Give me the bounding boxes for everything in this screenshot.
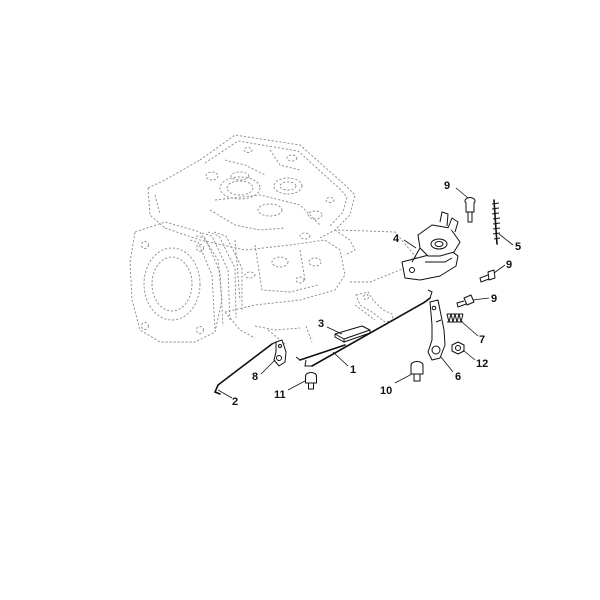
callout-labels: 9 5 4 9 9 7 12 6 10 1 3 8 11 2 [232, 180, 521, 408]
callout-2: 2 [232, 396, 238, 408]
rod-part-2 [213, 341, 277, 395]
screw-part-11 [305, 372, 317, 390]
callout-12: 12 [476, 358, 488, 370]
stud-part-5 [491, 199, 501, 245]
link-rod [295, 344, 346, 361]
callout-1: 1 [350, 364, 356, 376]
callout-9-lower: 9 [491, 293, 497, 305]
leader-lines [217, 187, 514, 399]
callout-6: 6 [455, 371, 461, 383]
bolt-part-9-top [464, 197, 476, 223]
callout-10: 10 [380, 385, 392, 397]
callout-11: 11 [274, 389, 286, 401]
spring-part-7 [446, 313, 464, 323]
callout-5: 5 [515, 241, 521, 253]
plate-part-3 [334, 325, 371, 343]
callout-9-middle: 9 [506, 259, 512, 271]
lever-part-6 [427, 299, 446, 361]
callout-8: 8 [252, 371, 258, 383]
callout-4: 4 [393, 233, 400, 245]
callout-7: 7 [479, 334, 485, 346]
callout-3: 3 [318, 318, 324, 330]
bolt-part-9-lower [456, 294, 475, 308]
bracket-part-4 [401, 211, 461, 281]
screw-part-10 [410, 361, 424, 382]
bolt-part-9-middle [479, 269, 496, 283]
engine-block-ghost [129, 134, 421, 345]
callout-9-top: 9 [444, 180, 450, 192]
lever-part-8 [273, 339, 287, 367]
nut-part-12 [451, 341, 465, 355]
rod-part-1 [304, 289, 433, 367]
